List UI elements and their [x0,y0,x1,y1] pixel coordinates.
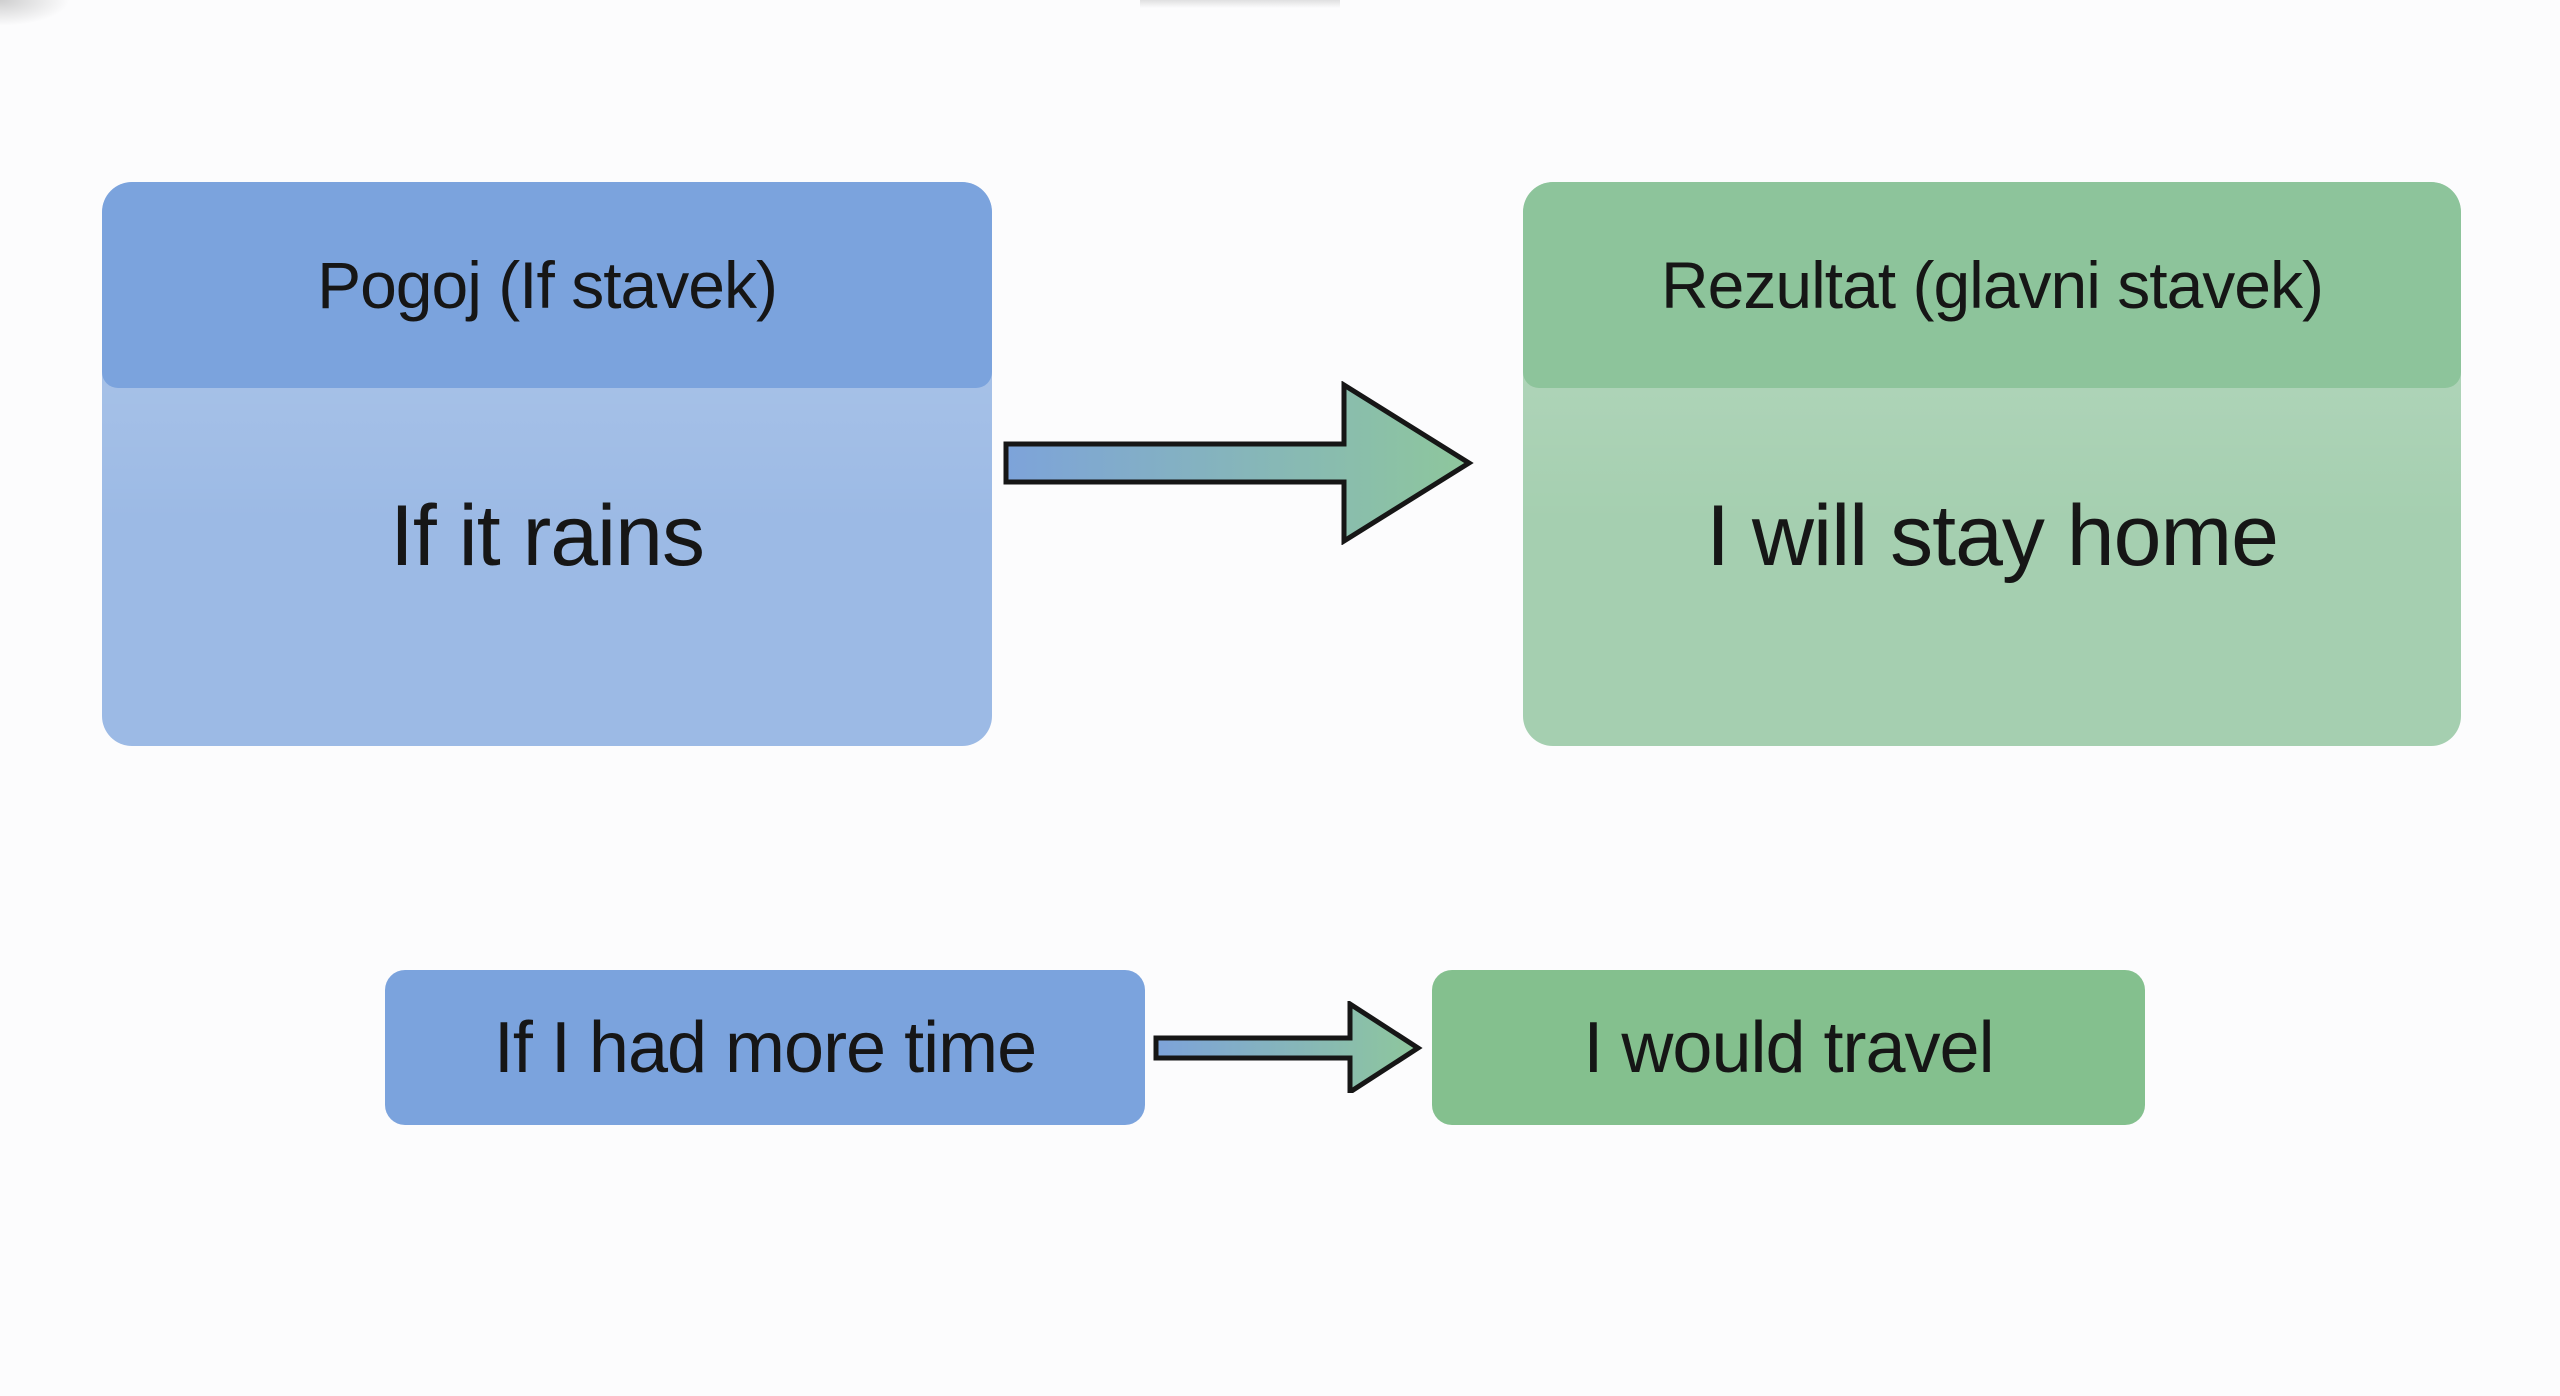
scan-artifact [1140,0,1340,8]
result-box-header: Rezultat (glavni stavek) [1523,182,2461,388]
condition-box-header: Pogoj (If stavek) [102,182,992,388]
condition-example-text: If it rains [390,487,705,584]
result-box-body: I will stay home [1523,372,2461,746]
right-arrow-icon [1003,381,1474,545]
result-example-text: I will stay home [1706,487,2279,584]
result-box: Rezultat (glavni stavek) I will stay hom… [1523,182,2461,746]
right-arrow-shape [1003,381,1474,545]
right-arrow-shape [1153,1001,1423,1093]
result-box-title: Rezultat (glavni stavek) [1661,248,2324,322]
right-arrow-icon [1153,1001,1423,1093]
condition-box-body: If it rains [102,372,992,746]
result-pill: I would travel [1432,970,2145,1125]
condition-box: Pogoj (If stavek) If it rains [102,182,992,746]
scan-artifact [0,0,70,26]
result-pill-text: I would travel [1583,1007,1994,1088]
condition-pill: If I had more time [385,970,1145,1125]
condition-box-title: Pogoj (If stavek) [317,248,778,322]
condition-pill-text: If I had more time [493,1007,1037,1088]
